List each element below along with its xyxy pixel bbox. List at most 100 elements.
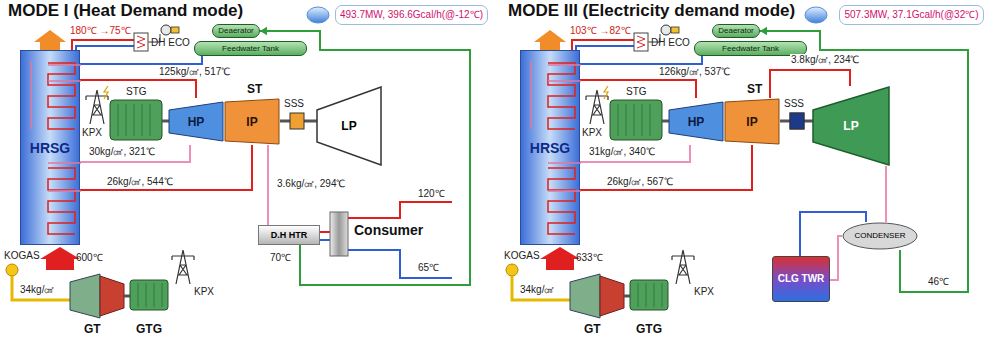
text-column: Deaerator [718,26,754,36]
plant-common-parts [6,25,318,318]
text-column: HP [688,115,705,129]
pipe-condition-label: 30kg/㎠, 321℃ [88,146,156,158]
stg-generator [110,100,162,140]
pipe-connector [580,56,702,64]
ip-turbine: IP [224,98,280,145]
node-text: Feedwater Tank [722,44,779,54]
plant-label: SSS [284,98,304,110]
node-text: HP [688,115,705,129]
pipe-condition-label: 125kg/㎠, 517℃ [158,66,231,78]
info-box: 507.3MW, 37.1Gcal/h(@32℃) [839,5,984,25]
plant-label: KPX [194,286,214,298]
arrow-head [760,27,767,35]
node-text: D.H HTR [271,230,308,241]
node-text: Deaerator [218,26,254,36]
plant-label: 600℃ [76,252,103,264]
plant-label: 180℃ →75℃ [70,25,131,37]
generator-ribs [138,283,162,307]
node-text: LP [341,119,356,133]
shape-body [669,102,723,141]
gtg-generator [130,280,168,310]
supply-pipe [348,202,452,218]
tank-box: Feedwater Tank [194,41,307,56]
arrow-head [260,27,267,35]
text-column: Feedwater Tank [222,44,279,54]
lp-turbine: LP [316,86,382,166]
pipe-line [80,56,202,64]
gt-turbine [100,276,124,316]
pipe-line [770,70,850,98]
pipe-line [260,31,470,285]
pipe-line [80,80,196,98]
hrsg-headers [31,61,81,191]
generator-ribs [118,104,150,136]
shape-body [843,223,917,249]
text-column: HRSG [30,140,70,156]
pipe-connector [580,80,696,98]
node-text: HRSG [30,140,70,156]
hrsg-headers [531,61,581,191]
fuel-gas-pipe [12,276,72,300]
htr-hot-pipe [320,231,330,233]
pipe-connector [760,27,968,292]
text-column: LP [843,119,858,133]
plant-label: 34kg/㎠ [520,284,554,296]
shape-body [169,102,223,141]
pipe-line [580,145,690,162]
exhaust-arrow [40,247,80,270]
shape-body [813,87,889,165]
pipe-condition-label: 31kg/㎠, 340℃ [588,146,656,158]
tank-box: Deaerator [212,24,260,38]
pipe-condition-label: 3.6kg/㎠, 294℃ [276,178,346,190]
cooling-tower: CLG TWR [772,256,830,302]
text-column: 507.3MW, 37.1Gcal/h(@32℃) [844,9,978,21]
pipe-connector [770,70,850,98]
pipe-line [760,31,968,292]
plant-label: KPX [582,127,602,139]
consumer-symbol [330,212,348,256]
gt-shaft [124,295,130,298]
kogas-gas-source [6,264,18,276]
plant-label: 103℃ →82℃ [570,25,631,37]
text-column: HRSG [530,140,570,156]
pipe-connector [80,145,252,190]
plant-label: KOGAS [504,250,540,262]
text-column: LP [341,119,356,133]
dh-heater: D.H HTR [258,225,320,245]
plant-label: DH ECO [151,37,190,49]
plant-label: ST [247,82,262,96]
node-text: 493.7MW, 396.6Gcal/h(@-12℃) [340,9,483,21]
pipe-line [580,56,702,64]
node-text: CLG TWR [778,273,825,285]
plant-label: Consumer [354,222,423,238]
text-column: Feedwater Tank [722,44,779,54]
node-text: CONDENSER [854,231,905,241]
node-text: IP [746,115,757,129]
dh-eco-exchanger [134,33,148,51]
text-column: D.H HTR [271,230,308,241]
node-text: HRSG [530,140,570,156]
pipe-condition-label: 126kg/㎠, 537℃ [658,66,731,78]
stack-arrow [34,30,66,50]
hp-turbine: HP [668,98,724,145]
gt-compressor [70,274,100,318]
pipe-connector [830,236,842,280]
hrsg-box: HRSG [520,50,580,245]
hp-turbine: HP [168,98,224,145]
text-column: IP [746,115,757,129]
text-column: IP [246,115,257,129]
pipe-connector [80,56,202,64]
text-column: CONDENSER [854,231,905,241]
kpx-tower [172,250,194,284]
mode-heading: MODE III (Electricity demand mode) [508,1,795,21]
node-text: Deaerator [718,26,754,36]
text-column: Deaerator [218,26,254,36]
plant-label: GTG [136,322,162,336]
pipe-line [885,166,887,222]
pipe-condition-label: 26kg/㎠, 567℃ [606,176,674,188]
plant-label: KOGAS [4,250,40,262]
plant-label: 633℃ [576,252,603,264]
text-column: HP [188,115,205,129]
shape-body [317,87,381,165]
